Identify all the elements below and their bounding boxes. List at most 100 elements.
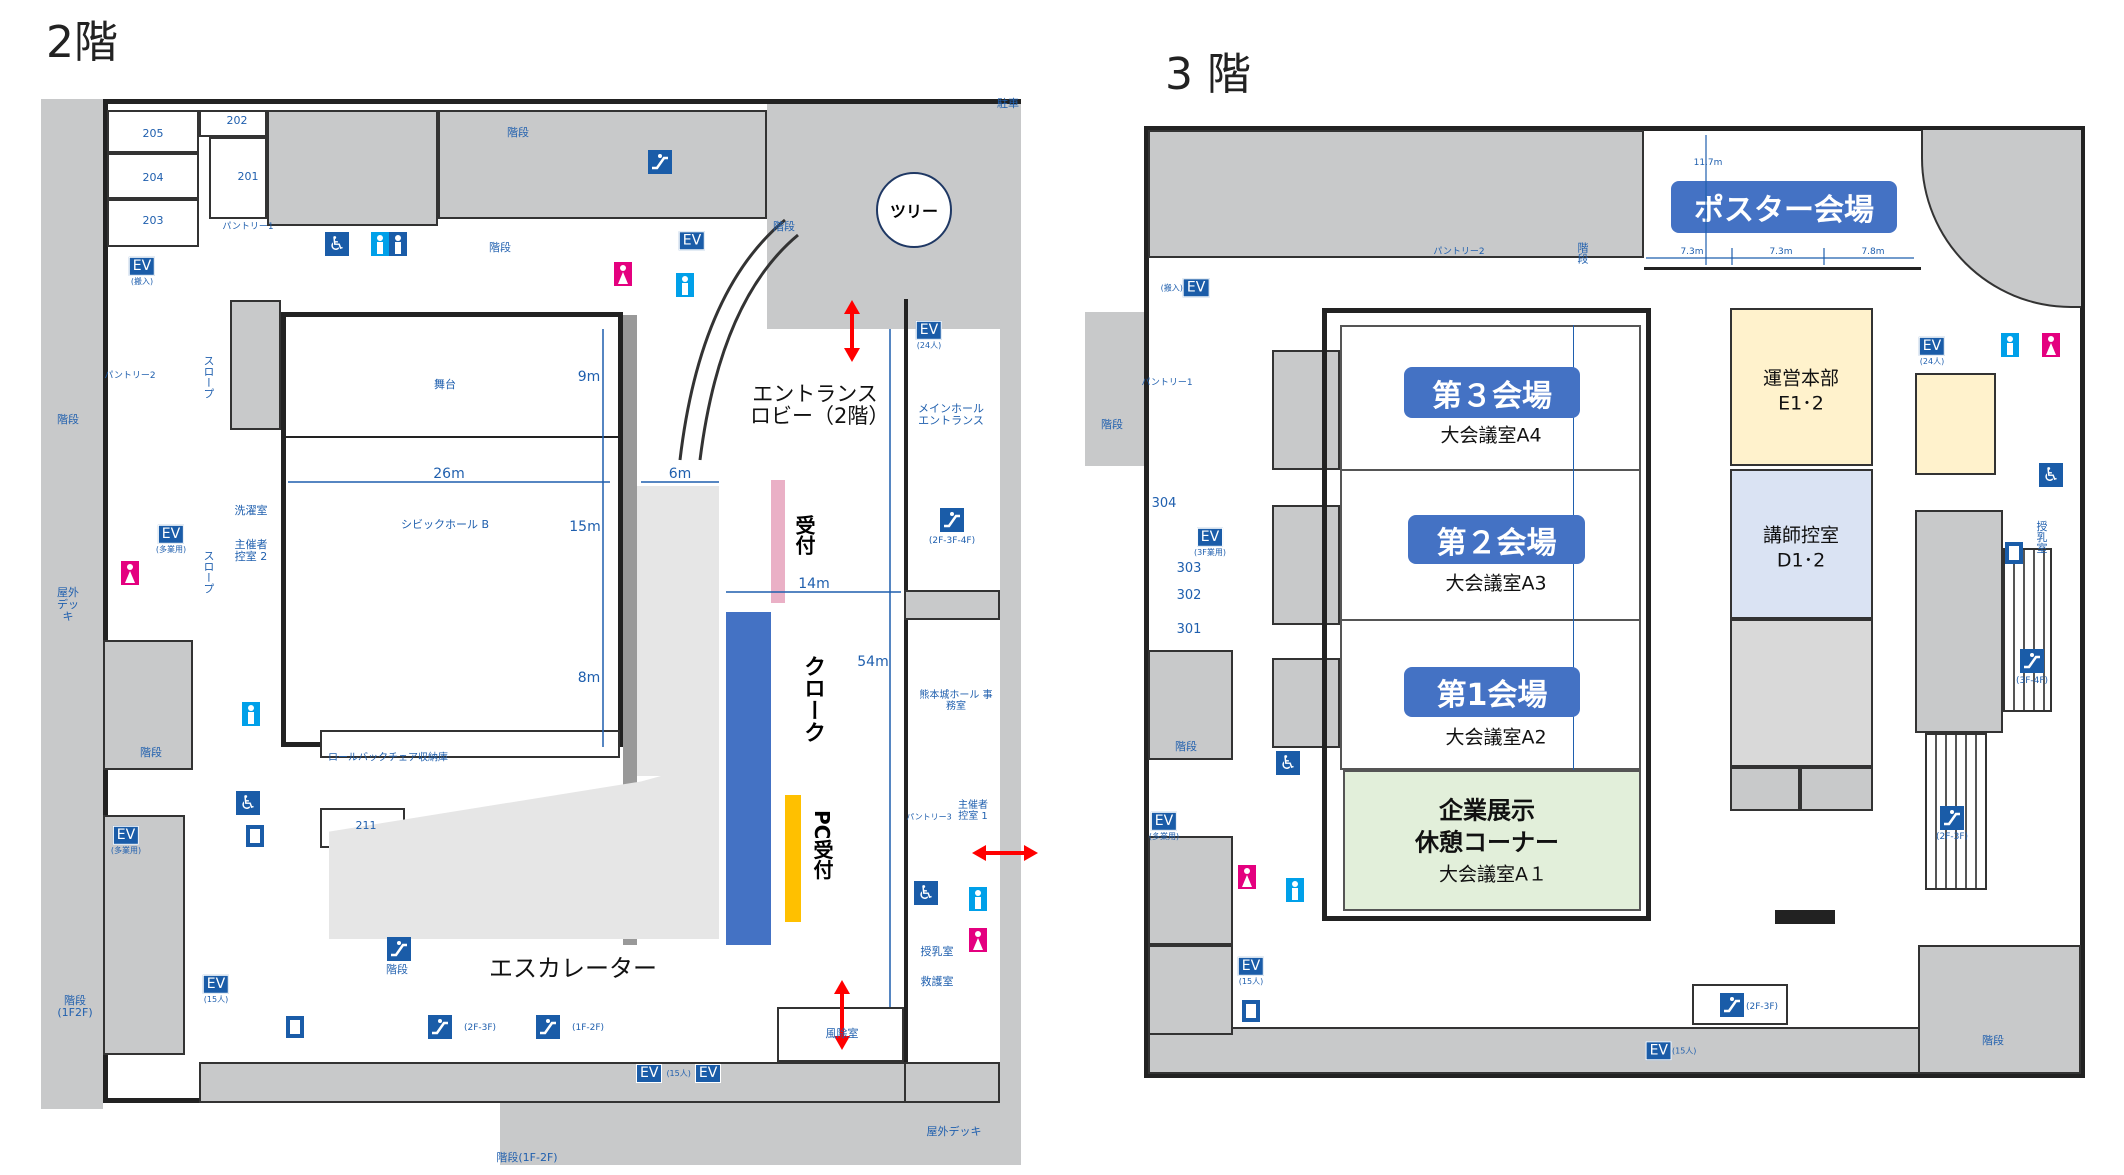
stairs: 階段 <box>1101 417 1123 431</box>
elevator-15: EV(15人) <box>1237 956 1265 987</box>
windbreak-room-label: 風除室 <box>825 1026 859 1040</box>
hall-3-badge: 第３会場 <box>1404 367 1580 418</box>
block <box>438 110 767 219</box>
red-arrows <box>834 300 1038 1050</box>
room-302: 302 <box>1176 587 1202 603</box>
escalator-icon <box>1940 806 1964 830</box>
elevator-15: EV(15人) <box>202 974 230 1005</box>
escalator-2f-3f-4f: (2F-3F-4F) <box>928 536 976 547</box>
hall-1-badge: 第1会場 <box>1404 667 1580 717</box>
hall-2-room: 大会議室A3 <box>1445 572 1547 595</box>
female-toilet-icon <box>2042 333 2060 357</box>
stair-block <box>1148 650 1233 760</box>
accessible-toilet-icon: ♿ <box>325 232 349 256</box>
pc-reception-counter <box>785 795 801 922</box>
block <box>1148 130 1644 258</box>
male-toilet-icon <box>2001 333 2019 357</box>
stair-block <box>103 640 193 770</box>
hall-2-badge: 第２会場 <box>1408 515 1585 564</box>
hall-frame <box>1322 308 1651 921</box>
elevator-cargo: EV(搬入) <box>128 256 156 287</box>
chair-storage-box <box>320 730 620 758</box>
accessible-toilet-icon: ♿ <box>914 881 938 905</box>
accessible-toilet-icon: ♿ <box>1276 751 1300 775</box>
speaker-room-code: D1･2 <box>1776 549 1826 572</box>
male-toilet-icon <box>1286 878 1304 902</box>
hq-annex-room <box>1915 373 1996 475</box>
outdoor-deck-left: 屋外 デッキ <box>57 585 79 624</box>
dim-9m: 9m <box>577 369 601 385</box>
stairs: 階段 <box>57 412 79 426</box>
escalator-label: エスカレーター <box>489 954 657 983</box>
reception-counter <box>771 480 785 603</box>
exhibit-room: 大会議室A１ <box>1439 863 1547 886</box>
elevator-staff: EV(多業用) <box>110 825 142 856</box>
pillar <box>1775 910 1835 924</box>
stairs: 階段 <box>386 962 408 976</box>
escalator-well <box>2003 548 2052 712</box>
escalator-icon <box>2020 649 2044 673</box>
hall-3-room: 大会議室A4 <box>1440 424 1542 447</box>
floor-2-title: 2階 <box>46 17 118 68</box>
parking-label: 駐車 <box>997 96 1019 110</box>
male-toilet-icon <box>371 232 389 256</box>
exhibit-line-2: 休憩コーナー <box>1415 828 1559 857</box>
room-211: 211 <box>355 818 377 832</box>
speaker-room-name: 講師控室 <box>1762 524 1840 547</box>
exhibit-area <box>1343 770 1641 911</box>
toilet-icon <box>389 232 407 256</box>
escalator-icon <box>940 508 964 532</box>
elevator-staff: EV(多業用) <box>1148 811 1180 842</box>
exhibit-line-1: 企業展示 <box>1439 796 1535 825</box>
poster-venue-badge: ポスター会場 <box>1671 181 1897 233</box>
block <box>1000 329 1021 1103</box>
multipurpose-icon <box>246 825 264 847</box>
floor-3-title: 3 階 <box>1165 49 1251 100</box>
block <box>1148 945 1233 1035</box>
stairs-1f-2f-left: 階段(1F2F) <box>57 993 93 1019</box>
room-205: 205 <box>142 126 164 140</box>
escalator-icon <box>428 1015 452 1039</box>
info-icon <box>286 1016 304 1038</box>
organizer-room-1: 主催者 控室 1 <box>958 800 988 822</box>
block <box>103 815 185 1055</box>
hq-name: 運営本部 <box>1762 367 1840 390</box>
elevator-staff: EV(3F業用) <box>1194 527 1226 558</box>
pantry-3: パントリー3 <box>906 812 952 822</box>
female-toilet-icon <box>121 561 139 585</box>
laundry-room: 洗濯室 <box>234 503 268 517</box>
stair-outside <box>1085 312 1144 466</box>
block <box>1272 658 1340 748</box>
room-201: 201 <box>237 169 259 183</box>
dim-8m: 8m <box>577 670 601 686</box>
female-toilet-icon <box>1238 865 1256 889</box>
pantry-1: パントリー1 <box>1141 378 1193 389</box>
entrance-lobby-label: エントランス ロビー（2階） <box>750 381 890 428</box>
stairs: 階段 <box>773 219 795 233</box>
room-203: 203 <box>142 213 164 227</box>
female-toilet-icon <box>614 262 632 286</box>
room-301: 301 <box>1176 621 1202 637</box>
block <box>1730 767 1800 811</box>
stairs: 階段 <box>1982 1033 2004 1047</box>
stair-block <box>1918 945 2081 1074</box>
elevator: EV <box>678 231 706 251</box>
reception-label: 受付 <box>792 515 816 555</box>
pantry-2: パントリー2 <box>1433 247 1485 258</box>
block <box>1915 510 2003 733</box>
hq-code: E1･2 <box>1778 392 1824 415</box>
block <box>1800 767 1873 811</box>
slope-a: スロープ <box>202 355 215 399</box>
escalator-1f-2f: (1F-2F) <box>571 1023 605 1034</box>
elevator-15: EV(15人) <box>1645 1041 1696 1061</box>
block <box>904 1062 1000 1103</box>
dimension-lines-2f <box>288 300 1038 1050</box>
curved-staircase <box>678 218 799 461</box>
dim-26m: 26m <box>433 466 465 482</box>
block <box>1272 350 1340 470</box>
poster-dimension-lines <box>1646 135 1914 265</box>
block <box>230 300 281 430</box>
room-304: 304 <box>1151 495 1177 511</box>
civic-hall-label: シビックホール B <box>400 517 490 531</box>
poster-area <box>1644 130 1921 270</box>
